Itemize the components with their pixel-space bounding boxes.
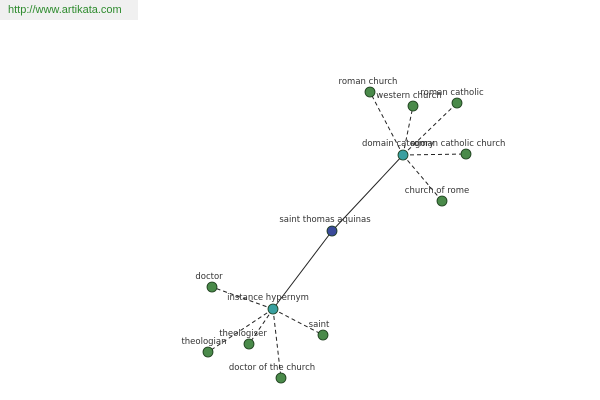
node-instance-hypernym[interactable] <box>267 303 279 315</box>
edge-domain-church-of-rome <box>402 154 443 202</box>
graph-labels: saint thomas aquinas domain category ins… <box>181 77 505 373</box>
label-roman-catholic-church: roman catholic church <box>411 139 506 149</box>
node-doctor-of-the-church[interactable] <box>275 372 287 384</box>
label-center: saint thomas aquinas <box>279 215 371 225</box>
label-doctor: doctor <box>195 272 223 282</box>
node-roman-catholic[interactable] <box>451 97 463 109</box>
edge-center-domain <box>331 154 404 232</box>
edge-hypernym-saint <box>272 308 324 336</box>
node-domain-category[interactable] <box>397 149 409 161</box>
node-western-church[interactable] <box>407 100 419 112</box>
node-theologiser[interactable] <box>243 338 255 350</box>
edge-domain-roman-catholic <box>402 102 458 156</box>
node-roman-church[interactable] <box>364 86 376 98</box>
label-roman-catholic: roman catholic <box>420 88 484 98</box>
label-church-of-rome: church of rome <box>405 186 469 196</box>
label-instance-hypernym: instance hypernym <box>227 293 309 303</box>
edge-hypernym-theologiser <box>248 308 274 345</box>
edge-hypernym-doctor <box>211 286 274 310</box>
node-center[interactable] <box>326 225 338 237</box>
edge-domain-roman-church <box>369 91 404 156</box>
node-church-of-rome[interactable] <box>436 195 448 207</box>
label-doctor-of-the-church: doctor of the church <box>229 363 315 373</box>
edge-hypernym-doctor-of-the-church <box>272 308 282 379</box>
label-theologian: theologian <box>181 337 226 347</box>
node-theologian[interactable] <box>202 346 214 358</box>
label-domain-category: domain category <box>362 139 434 149</box>
edge-domain-western-church <box>402 105 414 156</box>
edge-center-hypernym <box>272 230 333 310</box>
node-doctor[interactable] <box>206 281 218 293</box>
graph-edges <box>207 91 467 379</box>
node-roman-catholic-church[interactable] <box>460 148 472 160</box>
site-link[interactable]: http://www.artikata.com <box>8 4 122 16</box>
edge-domain-roman-catholic-church <box>402 153 467 156</box>
edge-hypernym-theologian <box>207 308 274 353</box>
label-saint: saint <box>309 320 330 330</box>
site-banner: http://www.artikata.com <box>0 0 138 20</box>
label-western-church: western church <box>376 91 441 101</box>
label-theologiser: theologiser <box>219 329 267 339</box>
graph-nodes <box>202 86 472 384</box>
label-roman-church: roman church <box>339 77 398 87</box>
node-saint[interactable] <box>317 329 329 341</box>
